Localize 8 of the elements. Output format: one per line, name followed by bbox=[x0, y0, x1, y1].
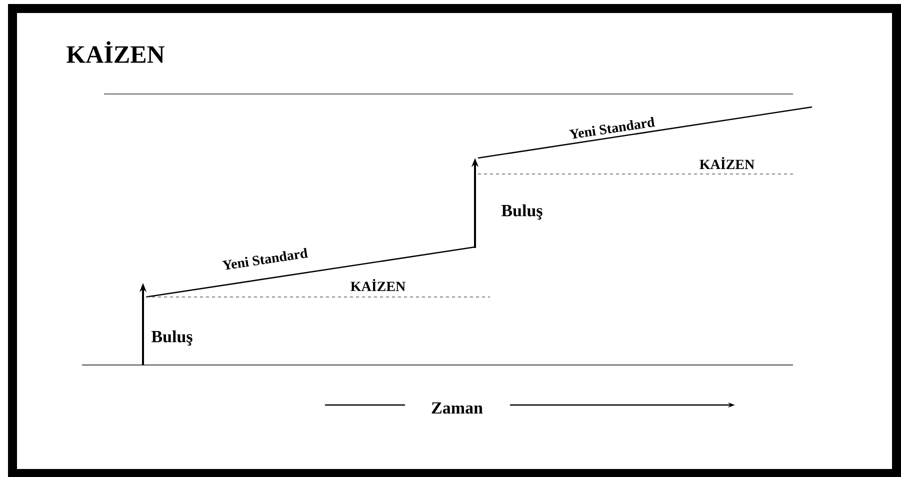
breakthrough-label: Buluş bbox=[502, 204, 542, 220]
kaizen-label: KAİZEN bbox=[350, 279, 406, 291]
time-label: Zaman bbox=[432, 402, 483, 414]
kaizen-label: KAİZEN bbox=[700, 157, 754, 169]
title: KAİZEN bbox=[66, 41, 164, 63]
step-label: Yeni Standard bbox=[222, 248, 308, 270]
step-label: Yeni Standard bbox=[569, 116, 656, 139]
breakthrough-label: Buluş bbox=[151, 330, 192, 346]
